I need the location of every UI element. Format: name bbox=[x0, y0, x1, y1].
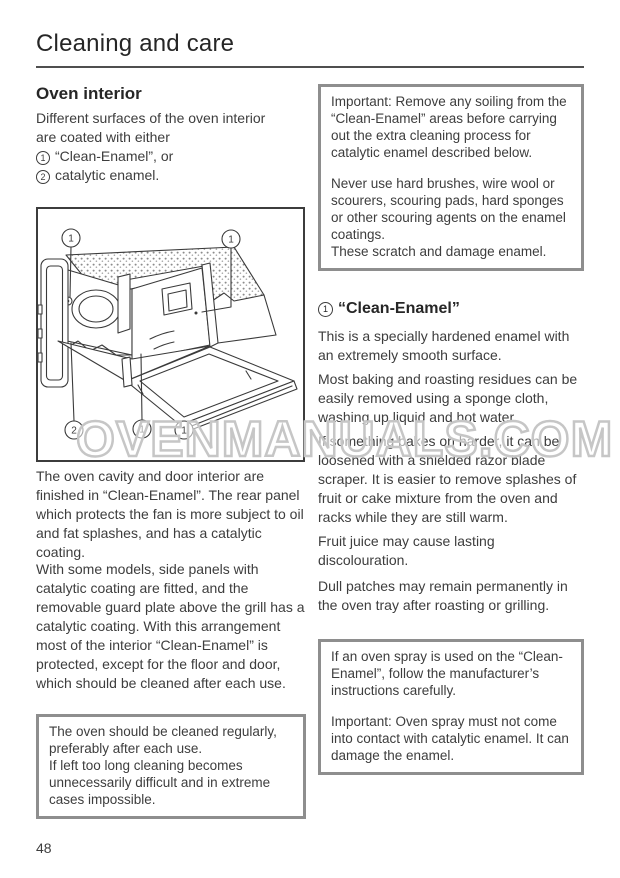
spray-box-text: Important: Oven spray must not come into… bbox=[331, 714, 569, 763]
subsection-heading-text: “Clean-Enamel” bbox=[338, 300, 460, 317]
callout-label: 1 bbox=[181, 426, 187, 437]
page-number: 48 bbox=[36, 840, 52, 856]
callout-label: 1 bbox=[68, 234, 74, 245]
intro-item-text: catalytic enamel. bbox=[55, 167, 160, 183]
oven-diagram: 1 1 2 1 1 bbox=[37, 228, 298, 440]
oven-floor bbox=[57, 340, 211, 382]
page-title: Cleaning and care bbox=[36, 30, 235, 57]
note-box-text: If left too long cleaning becomes unnece… bbox=[49, 758, 271, 807]
intro-item-text: “Clean-Enamel”, or bbox=[55, 148, 174, 164]
circled-number-1-icon: 1 bbox=[318, 302, 333, 317]
oven-diagram-frame: 1 1 2 1 1 bbox=[36, 207, 305, 462]
subsection-heading-clean-enamel: 1 “Clean-Enamel” bbox=[318, 300, 460, 318]
paragraph-fruit-juice: Fruit juice may cause lasting discoloura… bbox=[318, 533, 495, 568]
callout-leader bbox=[69, 246, 72, 298]
paragraph-dull-patches: Dull patches may remain permanently in t… bbox=[318, 578, 568, 613]
title-divider bbox=[36, 66, 584, 68]
spray-box-text: If an oven spray is used on the “Clean-E… bbox=[331, 649, 563, 698]
warning-box-text: These scratch and damage enamel. bbox=[331, 244, 547, 259]
circled-number-2-icon: 2 bbox=[36, 170, 50, 184]
paragraph-baking-residues: Most baking and roasting residues can be… bbox=[318, 371, 578, 425]
warning-box-important: Important: Remove any soiling from the “… bbox=[318, 84, 584, 271]
paragraph-hardened-enamel: This is a specially hardened enamel with… bbox=[318, 328, 570, 363]
note-box-cleaning-regularly: The oven should be cleaned regularly, pr… bbox=[36, 714, 306, 819]
callout-label: 1 bbox=[228, 235, 234, 246]
circled-number-1-icon: 1 bbox=[36, 151, 50, 165]
section-heading-oven-interior: Oven interior bbox=[36, 84, 142, 103]
intro-item-1: 1 “Clean-Enamel”, or bbox=[36, 147, 314, 166]
callout-label: 2 bbox=[71, 426, 77, 437]
callout-label: 1 bbox=[139, 425, 145, 436]
intro-item-2: 2 catalytic enamel. bbox=[36, 166, 314, 185]
intro-line: are coated with either bbox=[36, 129, 170, 145]
note-box-text: The oven should be cleaned regularly, pr… bbox=[49, 724, 277, 756]
intro-line: Different surfaces of the oven interior bbox=[36, 110, 266, 126]
callout-leader bbox=[201, 247, 232, 313]
warning-box-text: Important: Remove any soiling from the “… bbox=[331, 94, 567, 160]
warning-box-text: Never use hard brushes, wire wool or sco… bbox=[331, 176, 566, 242]
note-box-oven-spray: If an oven spray is used on the “Clean-E… bbox=[318, 639, 584, 775]
intro-paragraph: Different surfaces of the oven interior … bbox=[36, 109, 314, 185]
paragraph-side-panels: With some models, side panels with catal… bbox=[36, 561, 305, 691]
callout-leader bbox=[140, 353, 143, 421]
paragraph-oven-cavity: The oven cavity and door interior are fi… bbox=[36, 468, 304, 560]
paragraph-razor-blade: If something bakes on harder, it can be … bbox=[318, 433, 577, 525]
door-glass bbox=[139, 353, 279, 418]
callout-leader bbox=[70, 342, 75, 422]
